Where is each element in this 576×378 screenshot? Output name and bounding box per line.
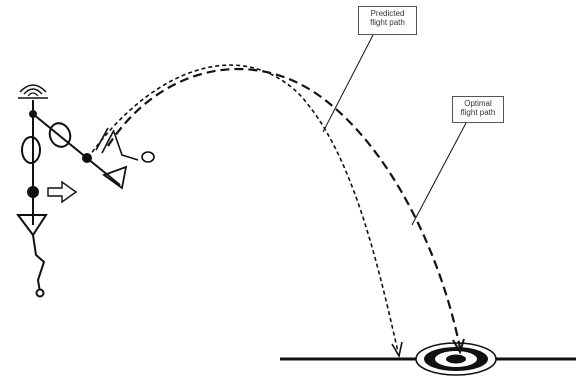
predicted-flight-path — [88, 65, 398, 352]
optimal-callout-line1: Optimal — [456, 99, 500, 108]
target-icon — [416, 343, 496, 375]
predicted-callout-line1: Predicted — [362, 9, 413, 18]
direction-arrow-icon — [48, 182, 76, 202]
predicted-callout-line2: flight path — [362, 18, 413, 27]
optimal-flight-path-callout: Optimal flight path — [452, 96, 504, 123]
predicted-callout-leader — [323, 35, 373, 132]
launcher-icon — [18, 85, 154, 297]
optimal-callout-line2: flight path — [456, 108, 500, 117]
predicted-flight-path-callout: Predicted flight path — [358, 6, 417, 35]
optimal-callout-leader — [412, 123, 466, 225]
optimal-flight-path — [108, 69, 460, 348]
